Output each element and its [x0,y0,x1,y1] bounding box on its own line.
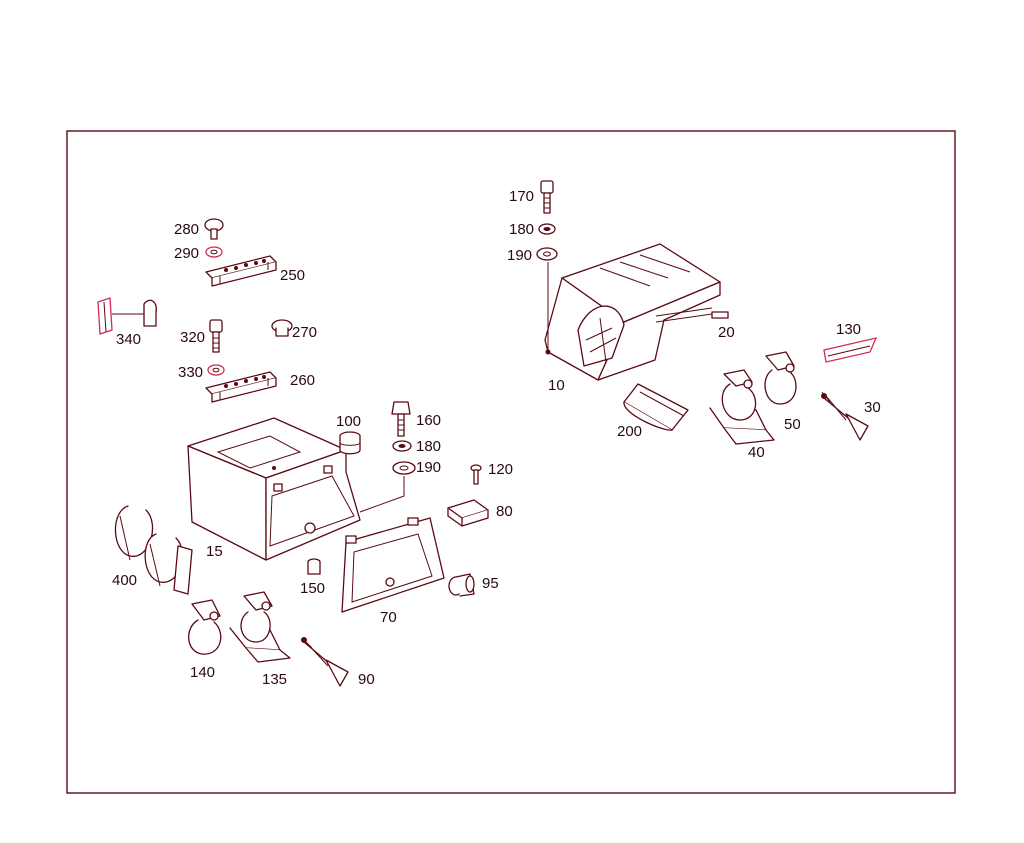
label-400: 400 [112,572,137,589]
part-50-clamp[interactable] [764,351,797,405]
label-190-box: 190 [416,459,441,476]
part-260-rail[interactable] [205,371,277,403]
label-80: 80 [496,503,513,520]
part-20-pin[interactable] [711,311,729,319]
diagram-frame [66,130,956,794]
part-330-spring-washer[interactable] [207,364,225,376]
label-140: 140 [190,664,215,681]
label-70: 70 [380,609,397,626]
label-20: 20 [718,324,735,341]
part-170-bolt[interactable] [540,180,554,214]
part-130-strip[interactable] [823,337,878,363]
part-400-double-clamp[interactable] [114,505,193,595]
label-180-box: 180 [416,438,441,455]
part-10-mounting-frame[interactable] [544,243,721,381]
part-140-clamp[interactable] [188,599,222,655]
part-290-spring-washer[interactable] [205,246,223,258]
part-340-clip[interactable] [97,297,157,335]
label-250: 250 [280,267,305,284]
label-10: 10 [548,377,565,394]
label-150: 150 [300,580,325,597]
label-15: 15 [206,543,223,560]
part-190-washer-top[interactable] [536,247,558,261]
label-340: 340 [116,331,141,348]
label-260: 260 [290,372,315,389]
label-290: 290 [174,245,199,262]
part-40-clamp-bracket[interactable] [709,369,775,445]
part-120-screw[interactable] [470,464,482,485]
label-270: 270 [292,324,317,341]
label-320: 320 [180,329,205,346]
label-50: 50 [784,416,801,433]
label-95: 95 [482,575,499,592]
part-250-rail[interactable] [205,255,277,287]
part-100-bumper[interactable] [339,431,361,455]
label-180-top: 180 [509,221,534,238]
label-100: 100 [336,413,361,430]
label-120: 120 [488,461,513,478]
part-200-cradle[interactable] [623,383,689,431]
part-30-toggle-bolt[interactable] [821,391,869,441]
label-30: 30 [864,399,881,416]
part-95-connector[interactable] [448,573,475,597]
label-280: 280 [174,221,199,238]
label-130: 130 [836,321,861,338]
label-170: 170 [509,188,534,205]
part-15-battery-box[interactable] [187,417,361,561]
part-160-bolt[interactable] [391,401,411,437]
label-330: 330 [178,364,203,381]
part-320-screw[interactable] [209,319,223,353]
part-190-washer-box[interactable] [359,461,416,513]
label-200: 200 [617,423,642,440]
part-180-spring-washer-box[interactable] [392,440,412,452]
part-270-cap[interactable] [271,319,293,337]
part-135-clamp-bracket[interactable] [229,591,291,663]
part-70-lid[interactable] [341,517,445,613]
label-160: 160 [416,412,441,429]
label-40: 40 [748,444,765,461]
part-180-spring-washer[interactable] [538,223,556,235]
part-90-toggle-bolt[interactable] [301,637,349,687]
label-135: 135 [262,671,287,688]
part-280-screw[interactable] [204,218,224,240]
label-90: 90 [358,671,375,688]
label-190-top: 190 [507,247,532,264]
part-80-bracket[interactable] [447,499,489,527]
part-150-grommet[interactable] [307,558,321,575]
